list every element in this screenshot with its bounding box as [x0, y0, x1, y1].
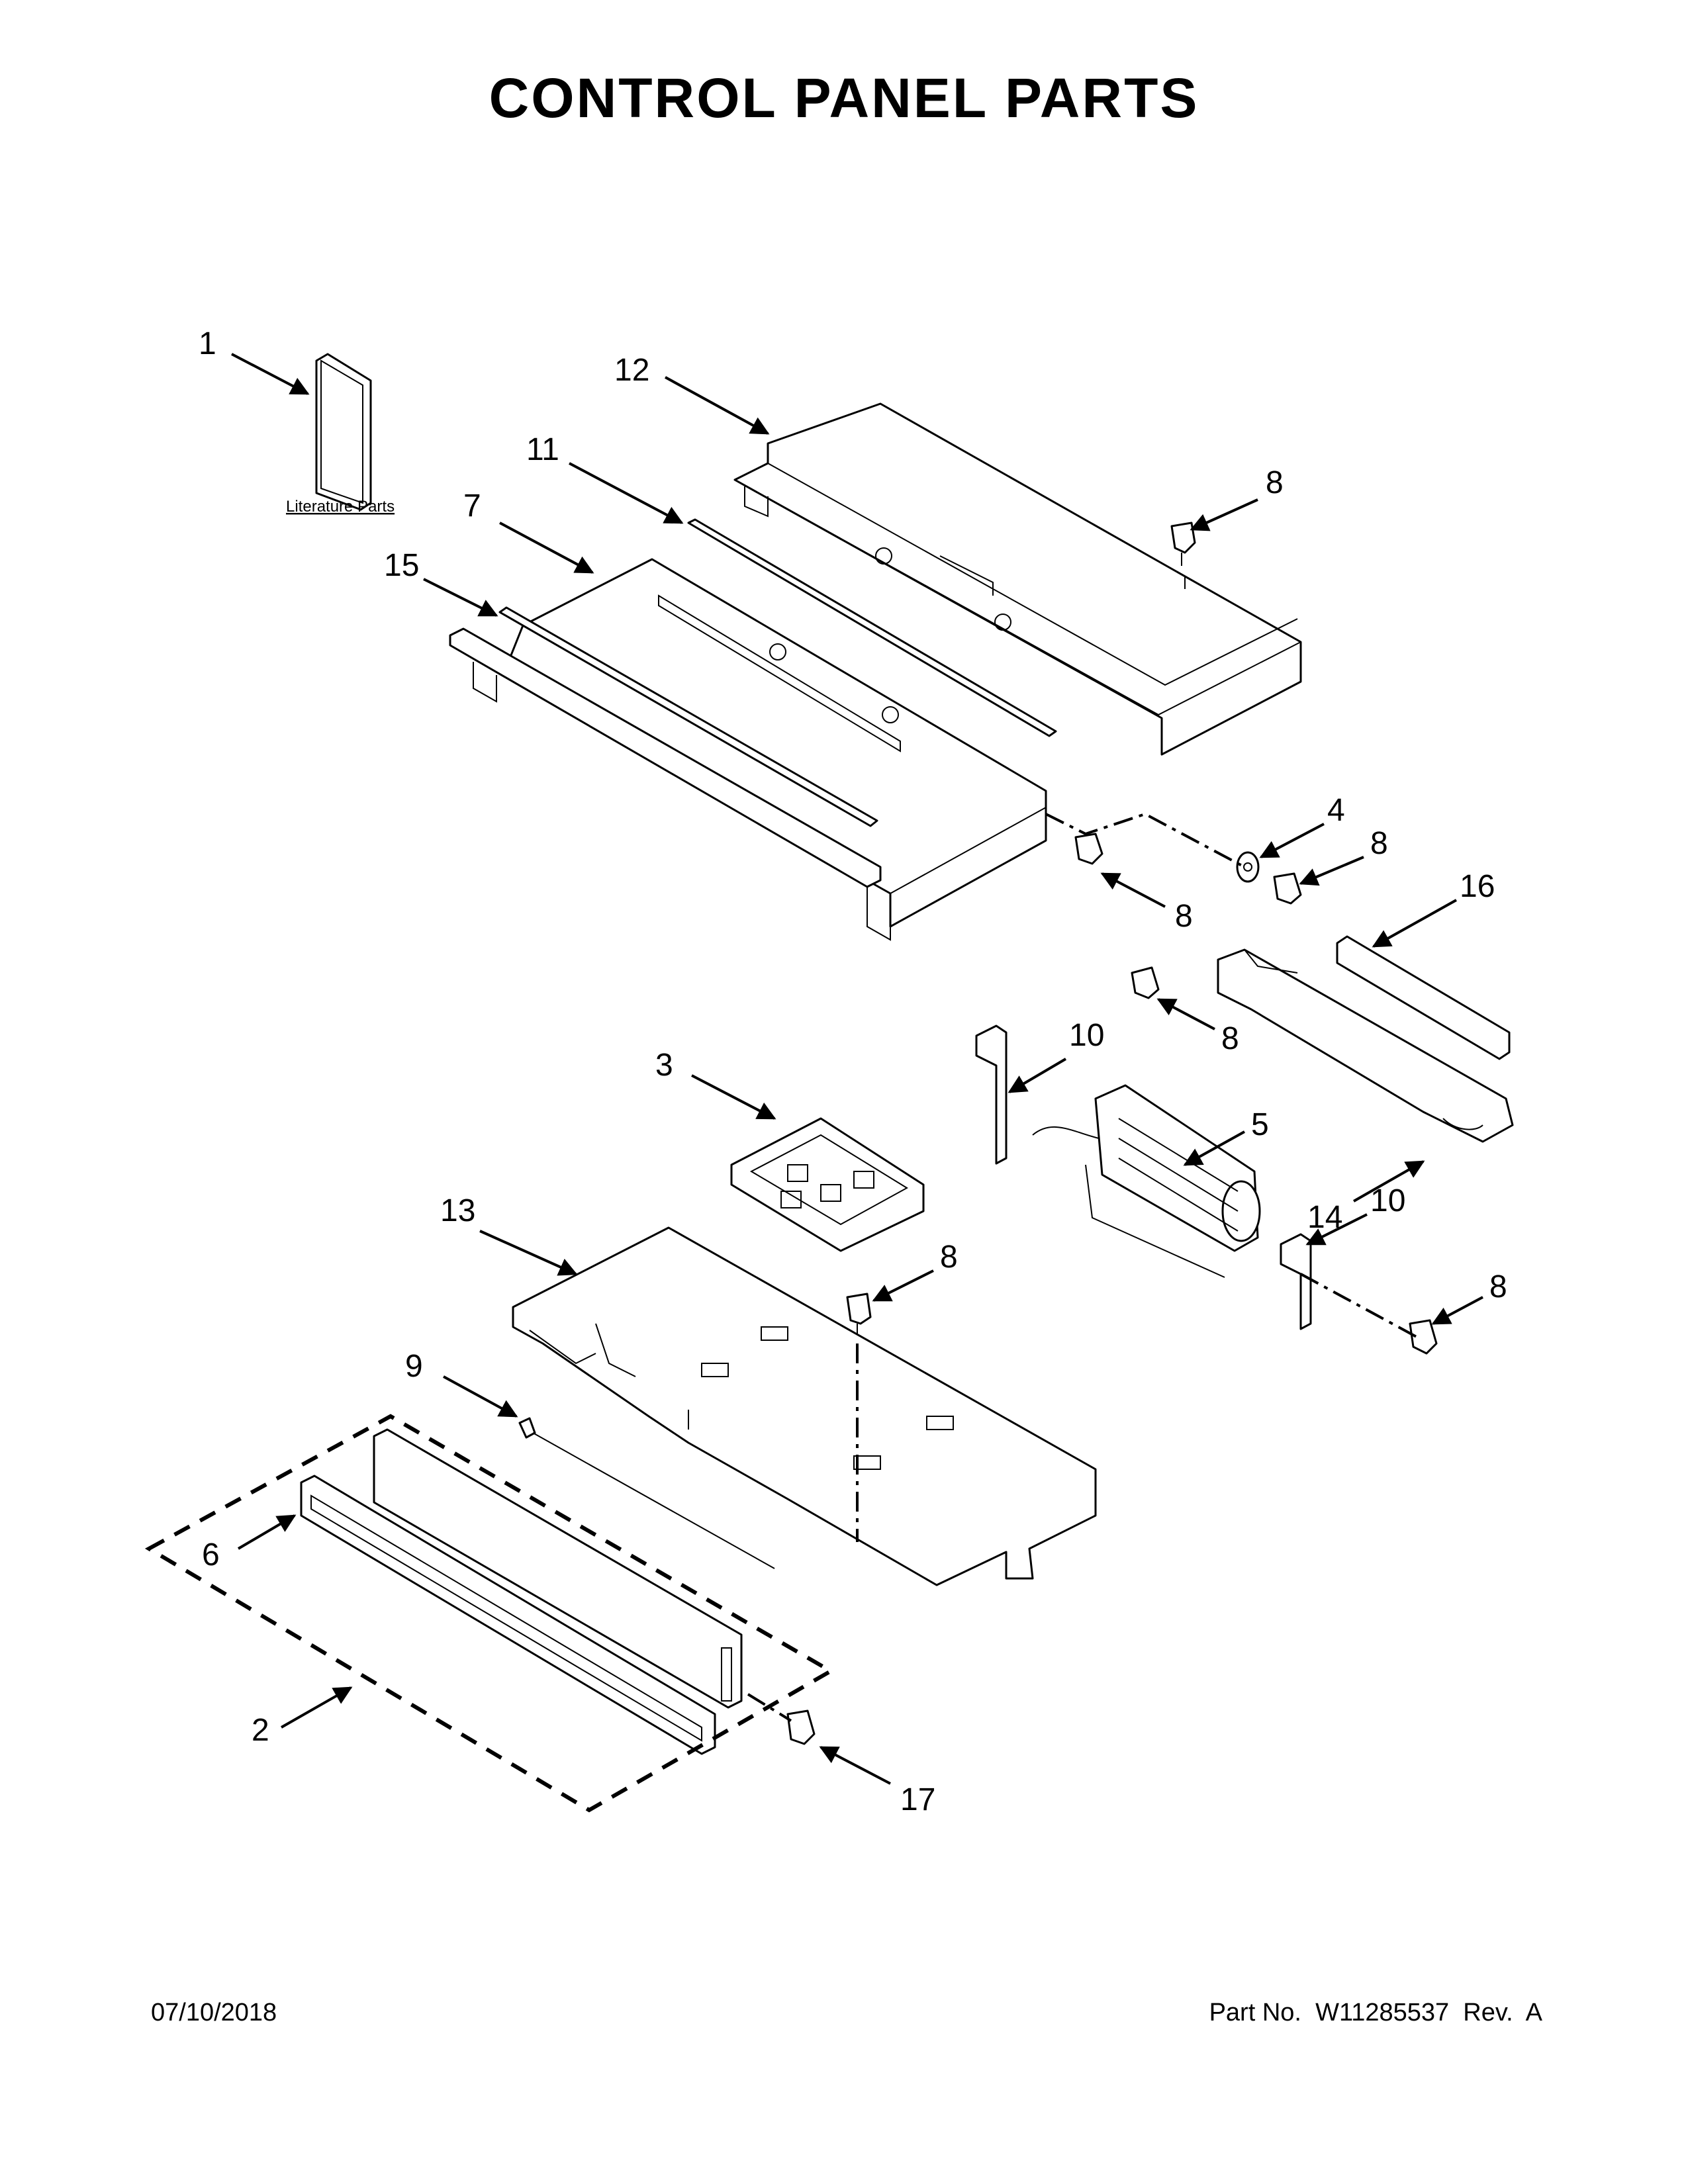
page-title: CONTROL PANEL PARTS	[489, 67, 1199, 129]
callout-10b: 10	[1370, 1183, 1405, 1218]
literature-parts-label: Literature Parts	[286, 498, 395, 516]
callout-8f: 8	[1489, 1269, 1507, 1304]
callout-10a: 10	[1069, 1018, 1104, 1053]
literature-booklet	[315, 353, 372, 511]
screw-8d	[1131, 966, 1160, 999]
control-panel-cover	[449, 558, 1047, 941]
cooling-fan	[1032, 1084, 1261, 1278]
callout-7: 7	[463, 488, 481, 523]
upper-cover-panel	[733, 402, 1302, 756]
bracket-10a	[975, 1024, 1008, 1165]
bracket-10b	[1280, 1233, 1312, 1330]
control-panel-glass	[373, 1428, 743, 1709]
assembly-outline-2	[144, 1414, 835, 1813]
foam-strip	[1336, 935, 1511, 1060]
screw-17	[786, 1709, 816, 1745]
bracket-14	[1217, 948, 1514, 1143]
control-board	[730, 1117, 925, 1252]
trim-strip	[687, 518, 1057, 737]
callout-13: 13	[440, 1193, 475, 1228]
wire-9	[532, 1432, 775, 1569]
callout-8b: 8	[1370, 826, 1388, 861]
screw-8b	[1074, 833, 1103, 865]
callout-9: 9	[405, 1349, 423, 1384]
callout-12: 12	[614, 353, 649, 388]
callout-1: 1	[199, 326, 216, 361]
callout-2: 2	[252, 1713, 269, 1748]
control-panel-frame	[300, 1475, 716, 1755]
callout-8e: 8	[940, 1240, 958, 1275]
callout-16: 16	[1460, 869, 1495, 904]
callout-15: 15	[384, 548, 419, 583]
screw-8e	[846, 1293, 872, 1343]
callout-3: 3	[655, 1048, 673, 1083]
screw-8c	[1273, 872, 1302, 905]
callout-4: 4	[1327, 793, 1345, 828]
screw-8f	[1409, 1319, 1438, 1355]
callout-11: 11	[526, 432, 559, 467]
callout-17: 17	[900, 1782, 935, 1817]
callout-8c: 8	[1175, 899, 1193, 934]
control-mounting-panel	[512, 1226, 1097, 1586]
callout-14: 14	[1307, 1200, 1342, 1235]
footer-part-number: Part No. W11285537 Rev. A	[1209, 1999, 1542, 2026]
footer-date: 07/10/2018	[151, 1999, 277, 2026]
callout-8a: 8	[1266, 465, 1284, 500]
callout-6: 6	[202, 1537, 220, 1572]
callout-5: 5	[1251, 1107, 1269, 1142]
callout-labels: 1 12 11 7 15 8 4 8 8 16 8 10 3 5 14 13 8…	[199, 326, 1507, 1817]
screw-8a	[1170, 522, 1196, 589]
clip-9	[518, 1417, 536, 1439]
washer-4	[1236, 851, 1260, 883]
callout-8d: 8	[1221, 1021, 1239, 1056]
leader-lines	[231, 353, 1483, 1785]
